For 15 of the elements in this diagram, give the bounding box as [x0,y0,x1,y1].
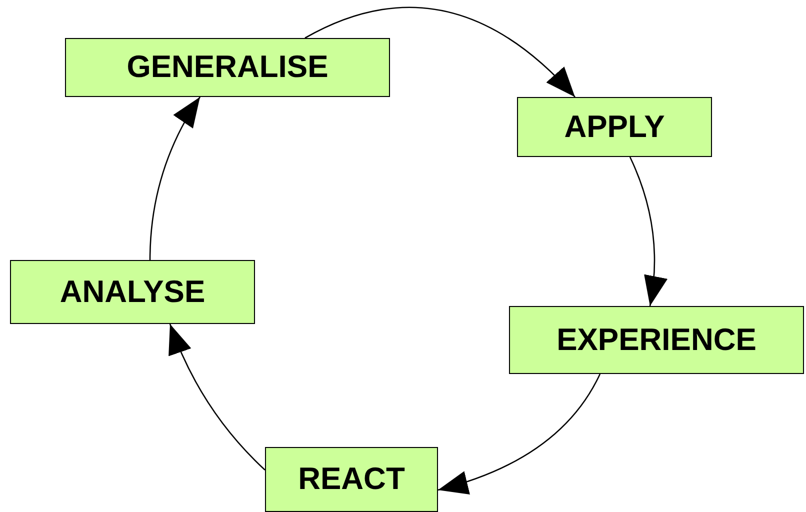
box-label: GENERALISE [126,48,328,86]
box-label: REACT [298,460,405,498]
box-label: ANALYSE [60,272,206,311]
arrow [629,156,667,306]
arrow [438,374,601,494]
process-box [509,306,804,374]
process-box [265,447,438,512]
arrow [304,7,576,98]
arrow [149,96,201,260]
box-label: EXPERIENCE [556,320,756,359]
process-box [65,38,390,97]
process-box [517,97,712,157]
box-label: APPLY [564,108,665,146]
process-box [10,260,255,324]
arrow [169,324,266,470]
